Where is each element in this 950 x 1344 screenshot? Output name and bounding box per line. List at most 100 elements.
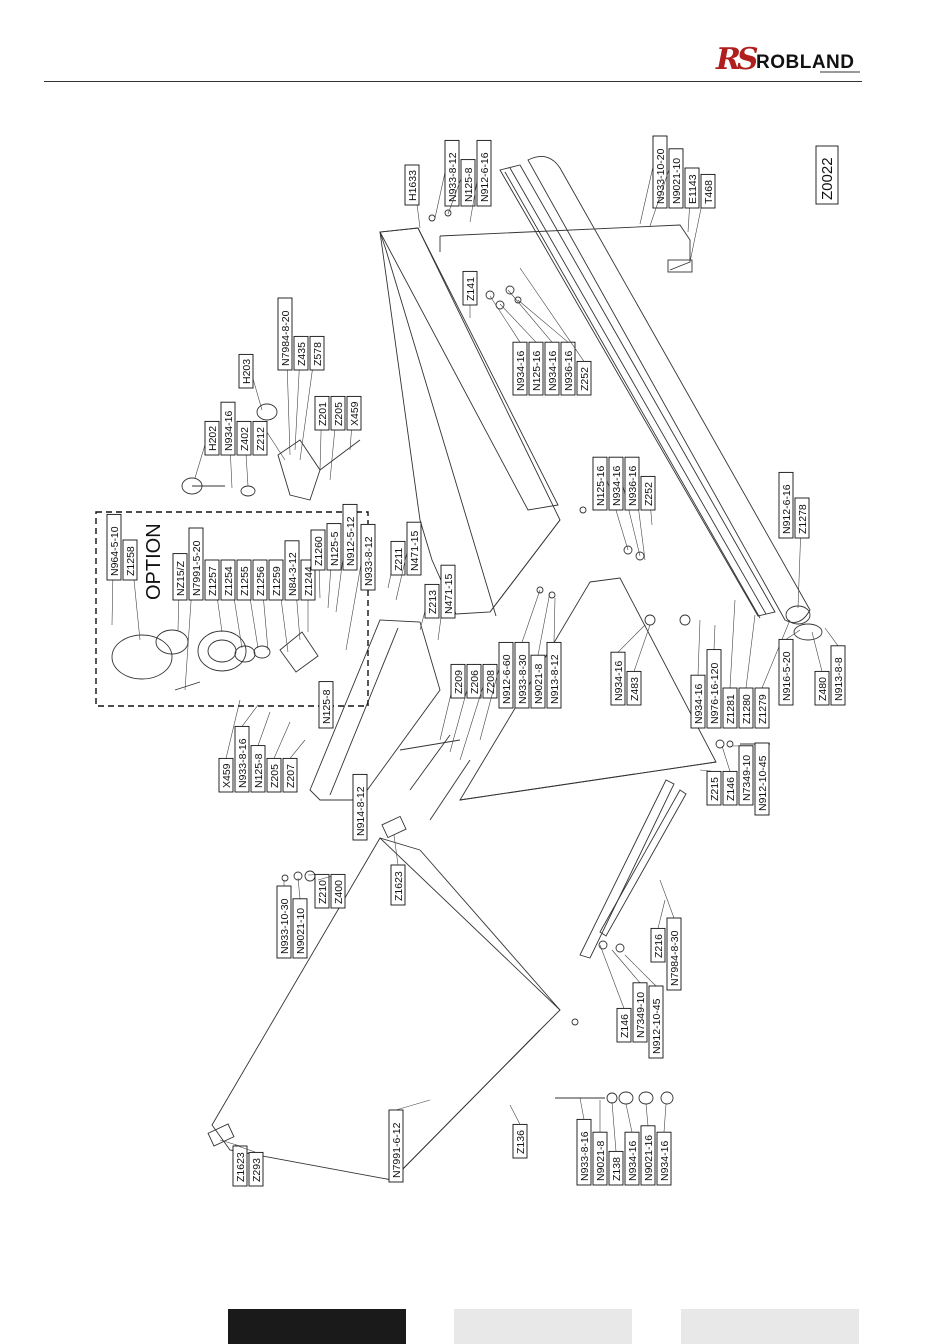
label-box [236, 559, 252, 601]
label-box [310, 529, 326, 571]
part-label-n912-6-16-b: N912-6-16 [778, 471, 794, 539]
part-number-text: Z435 [296, 342, 308, 366]
part-label-z1260: Z1260 [310, 529, 326, 599]
label-box [576, 360, 592, 396]
part-label-n7991-5-20: N7991-5-20 [184, 527, 204, 691]
part-label-x459-b: X459 [218, 699, 241, 793]
part-label-n913-8-12: N913-8-12 [546, 597, 562, 709]
part-label-z435: Z435 [293, 335, 309, 451]
part-number-text: NZ15/Z [175, 560, 187, 596]
leader-line [599, 944, 625, 1009]
part-label-n912-10-45-b: N912-10-45 [624, 954, 664, 1059]
label-box [252, 559, 268, 601]
part-number-text: N125-8 [321, 689, 333, 724]
part-label-n934-16-a: N934-16 [489, 295, 528, 396]
part-number-text: H203 [241, 359, 253, 384]
robland-logo: RS ROBLAND [716, 40, 866, 80]
label-box [546, 641, 562, 709]
footer-tab-3[interactable] [681, 1309, 859, 1344]
part-number-text: Z1244 [303, 566, 315, 596]
lock-lever-assembly [181, 403, 361, 501]
guide-rail-groove-2 [504, 171, 761, 619]
part-label-n934-16-b: N934-16 [507, 289, 560, 396]
lower-table-corner [379, 837, 421, 851]
part-label-n9021-8-b: N9021-8 [592, 1100, 608, 1186]
part-number-text: Z1279 [757, 694, 769, 724]
footer-tab-2[interactable] [454, 1309, 632, 1344]
leader-line [761, 619, 791, 689]
robland-logo-mark: RS [716, 42, 759, 77]
part-number-text: Z138 [611, 1157, 623, 1181]
part-number-text: Z141 [465, 277, 477, 301]
label-box [314, 873, 330, 909]
leader-line [729, 599, 736, 689]
label-box [342, 503, 358, 571]
part-label-z207: Z207 [282, 739, 306, 793]
leader-line [659, 879, 675, 919]
part-number-text: N125-5 [329, 531, 341, 566]
part-label-h202: H202 [194, 420, 220, 479]
label-box [652, 135, 668, 209]
leader-line [489, 295, 521, 343]
part-label-n933-8-16-a: N933-8-16 [234, 704, 259, 793]
leader-line [721, 745, 731, 772]
label-box [666, 917, 682, 991]
leader-line [824, 627, 839, 646]
part-number-text: Z210 [317, 880, 329, 904]
label-box [440, 564, 456, 619]
part-label-h203: H203 [238, 353, 263, 411]
option-handwheel-assembly [111, 629, 319, 691]
footer-tab-1[interactable] [228, 1309, 406, 1344]
part-number-text: T468 [703, 180, 715, 204]
label-box [814, 670, 830, 706]
part-number-text: N933-8-16 [579, 1131, 591, 1181]
part-number-text: X459 [349, 401, 361, 426]
leader-line [611, 1101, 617, 1152]
label-box [220, 401, 236, 456]
part-number-text: N934-16 [547, 351, 559, 391]
part-number-text: N84-3-12 [287, 552, 299, 596]
part-number-text: Z146 [725, 777, 737, 801]
end-cap-z1623-top [381, 815, 407, 839]
part-label-z216: Z216 [650, 899, 666, 963]
part-label-n933-8-12-b: N933-8-12 [345, 523, 376, 651]
label-box [592, 1131, 608, 1186]
label-box [318, 681, 334, 729]
lower-table-back [419, 849, 561, 1011]
part-number-text: Z1623 [393, 871, 405, 901]
part-label-h1633: H1633 [404, 164, 421, 229]
part-label-z1257: Z1257 [204, 559, 223, 633]
rod-z209 [399, 739, 461, 751]
part-label-n125-8-b: N125-8 [318, 681, 334, 729]
label-box [346, 395, 362, 431]
part-label-z211: Z211 [387, 540, 406, 589]
label-box [234, 725, 250, 793]
part-number-text: Z216 [653, 934, 665, 958]
part-label-n913-8-8: N913-8-8 [824, 627, 846, 706]
label-box [388, 1109, 404, 1183]
part-number-text: N125-16 [595, 466, 607, 506]
part-number-text: H1633 [407, 170, 419, 201]
part-label-z201: Z201 [314, 395, 330, 471]
label-box [390, 864, 406, 906]
part-label-z205-a: Z205 [329, 395, 346, 481]
label-box [122, 539, 138, 581]
part-label-n964-5-10: N964-5-10 [106, 513, 122, 626]
label-box [460, 159, 476, 207]
part-number-text: E1143 [687, 174, 699, 204]
part-number-text: Z483 [629, 677, 641, 701]
label-box [450, 663, 466, 699]
part-label-n7349-10-a: N7349-10 [732, 745, 754, 806]
label-box [722, 770, 738, 806]
label-box [576, 1118, 592, 1186]
part-number-text: N914-8-12 [355, 786, 367, 836]
upper-table-edge [489, 519, 561, 613]
leader-line [521, 589, 541, 643]
part-label-z1256: Z1256 [252, 559, 269, 651]
option-frame [95, 511, 369, 707]
part-label-n7991-6-12: N7991-6-12 [388, 1099, 431, 1183]
part-label-z252-a: Z252 [519, 267, 592, 396]
label-box [268, 559, 284, 601]
